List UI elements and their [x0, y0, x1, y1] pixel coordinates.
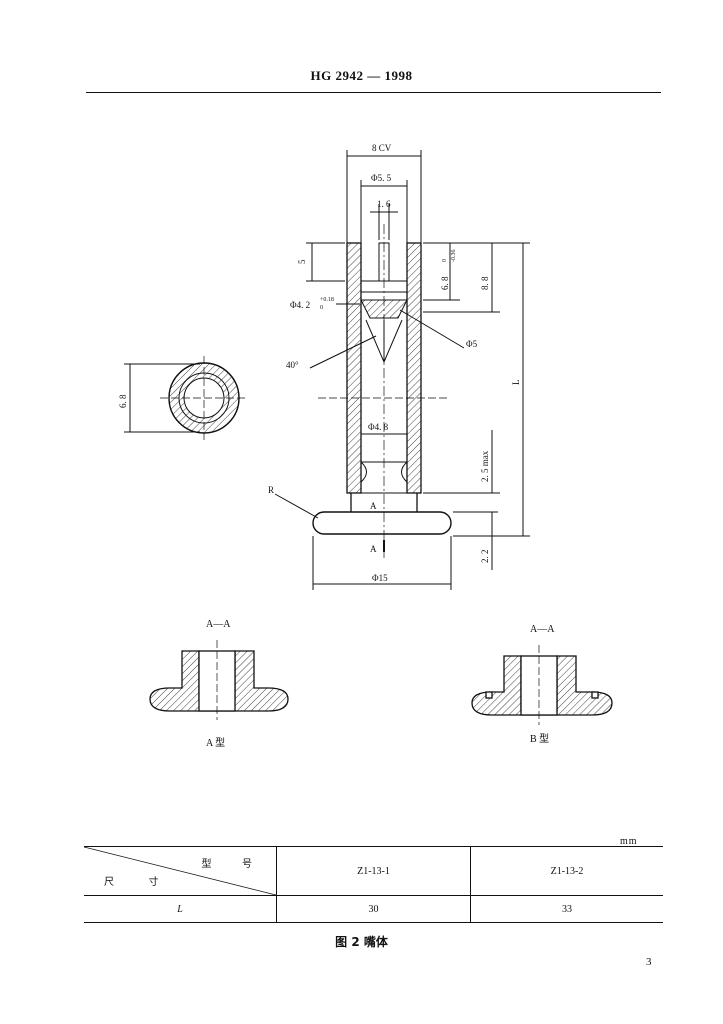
dim-phi42-tol-upper: +0.18: [320, 297, 334, 303]
dim-68-tol-lower: -0.36: [451, 250, 457, 263]
table-header-row: 型 号 尺 寸 Z1-13-1 Z1-13-2: [84, 846, 663, 896]
model-header-2: Z1-13-2: [469, 846, 663, 896]
dim-cv: 8 CV: [372, 143, 392, 153]
section-a-type: [149, 640, 289, 720]
main-view-dimensions: 8 CV Φ5. 5 1. 6 5 6. 8 0 -0.36 8. 8 Φ4. …: [268, 143, 521, 583]
page-number: 3: [646, 956, 652, 968]
corner-model-label: 型 号: [201, 859, 266, 870]
dim-phi42: Φ4. 2: [290, 300, 310, 310]
value-cell-2: 33: [469, 895, 663, 923]
corner-size-label: 尺 寸: [104, 877, 175, 888]
section-mark-a-top: A: [370, 501, 377, 511]
engineering-drawing: 8 CV Φ5. 5 1. 6 5 6. 8 0 -0.36 8. 8 Φ4. …: [118, 143, 613, 749]
side-dim-68: 6. 8: [118, 394, 128, 408]
document-header: HG 2942 — 1998: [310, 68, 413, 83]
side-view: [124, 356, 248, 440]
dim-68: 6. 8: [440, 276, 450, 290]
dim-phi55: Φ5. 5: [371, 173, 392, 183]
dim-25-max: 2. 5 max: [480, 450, 490, 482]
dim-phi5: Φ5: [466, 339, 478, 349]
section-a-title: A—A: [206, 619, 231, 630]
dim-five: 5: [297, 259, 307, 264]
model-header-1: Z1-13-1: [276, 846, 471, 896]
row-label-l: L: [84, 895, 277, 923]
dim-phi42-tol-lower: 0: [320, 305, 323, 311]
dim-phi15: Φ15: [372, 573, 388, 583]
dim-88: 8. 8: [480, 276, 490, 290]
table-corner-cell: 型 号 尺 寸: [84, 846, 277, 896]
section-mark-a-bottom: A: [370, 544, 377, 554]
section-a-label: A 型: [206, 736, 225, 749]
dim-l: L: [511, 380, 521, 386]
table-row: L 30 33: [84, 895, 663, 923]
main-view: [274, 150, 530, 590]
section-b-label: B 型: [530, 732, 549, 745]
figure-caption: 图 2 嘴体: [335, 935, 388, 949]
dim-68-tol-upper: 0: [442, 259, 448, 262]
value-cell-1: 30: [276, 895, 471, 923]
dim-phi48: Φ4. 8: [368, 422, 389, 432]
section-b-title: A—A: [530, 624, 555, 635]
dim-angle: 40°: [286, 360, 299, 370]
section-b-type: [471, 645, 613, 725]
dim-r: R: [268, 485, 274, 495]
dim-slot: 1. 6: [377, 199, 391, 209]
dim-22: 2. 2: [480, 550, 490, 564]
spec-table: 型 号 尺 寸 Z1-13-1 Z1-13-2 L 30 33: [84, 846, 663, 923]
header-rule: [86, 92, 661, 93]
unit-label: mm: [620, 836, 638, 847]
